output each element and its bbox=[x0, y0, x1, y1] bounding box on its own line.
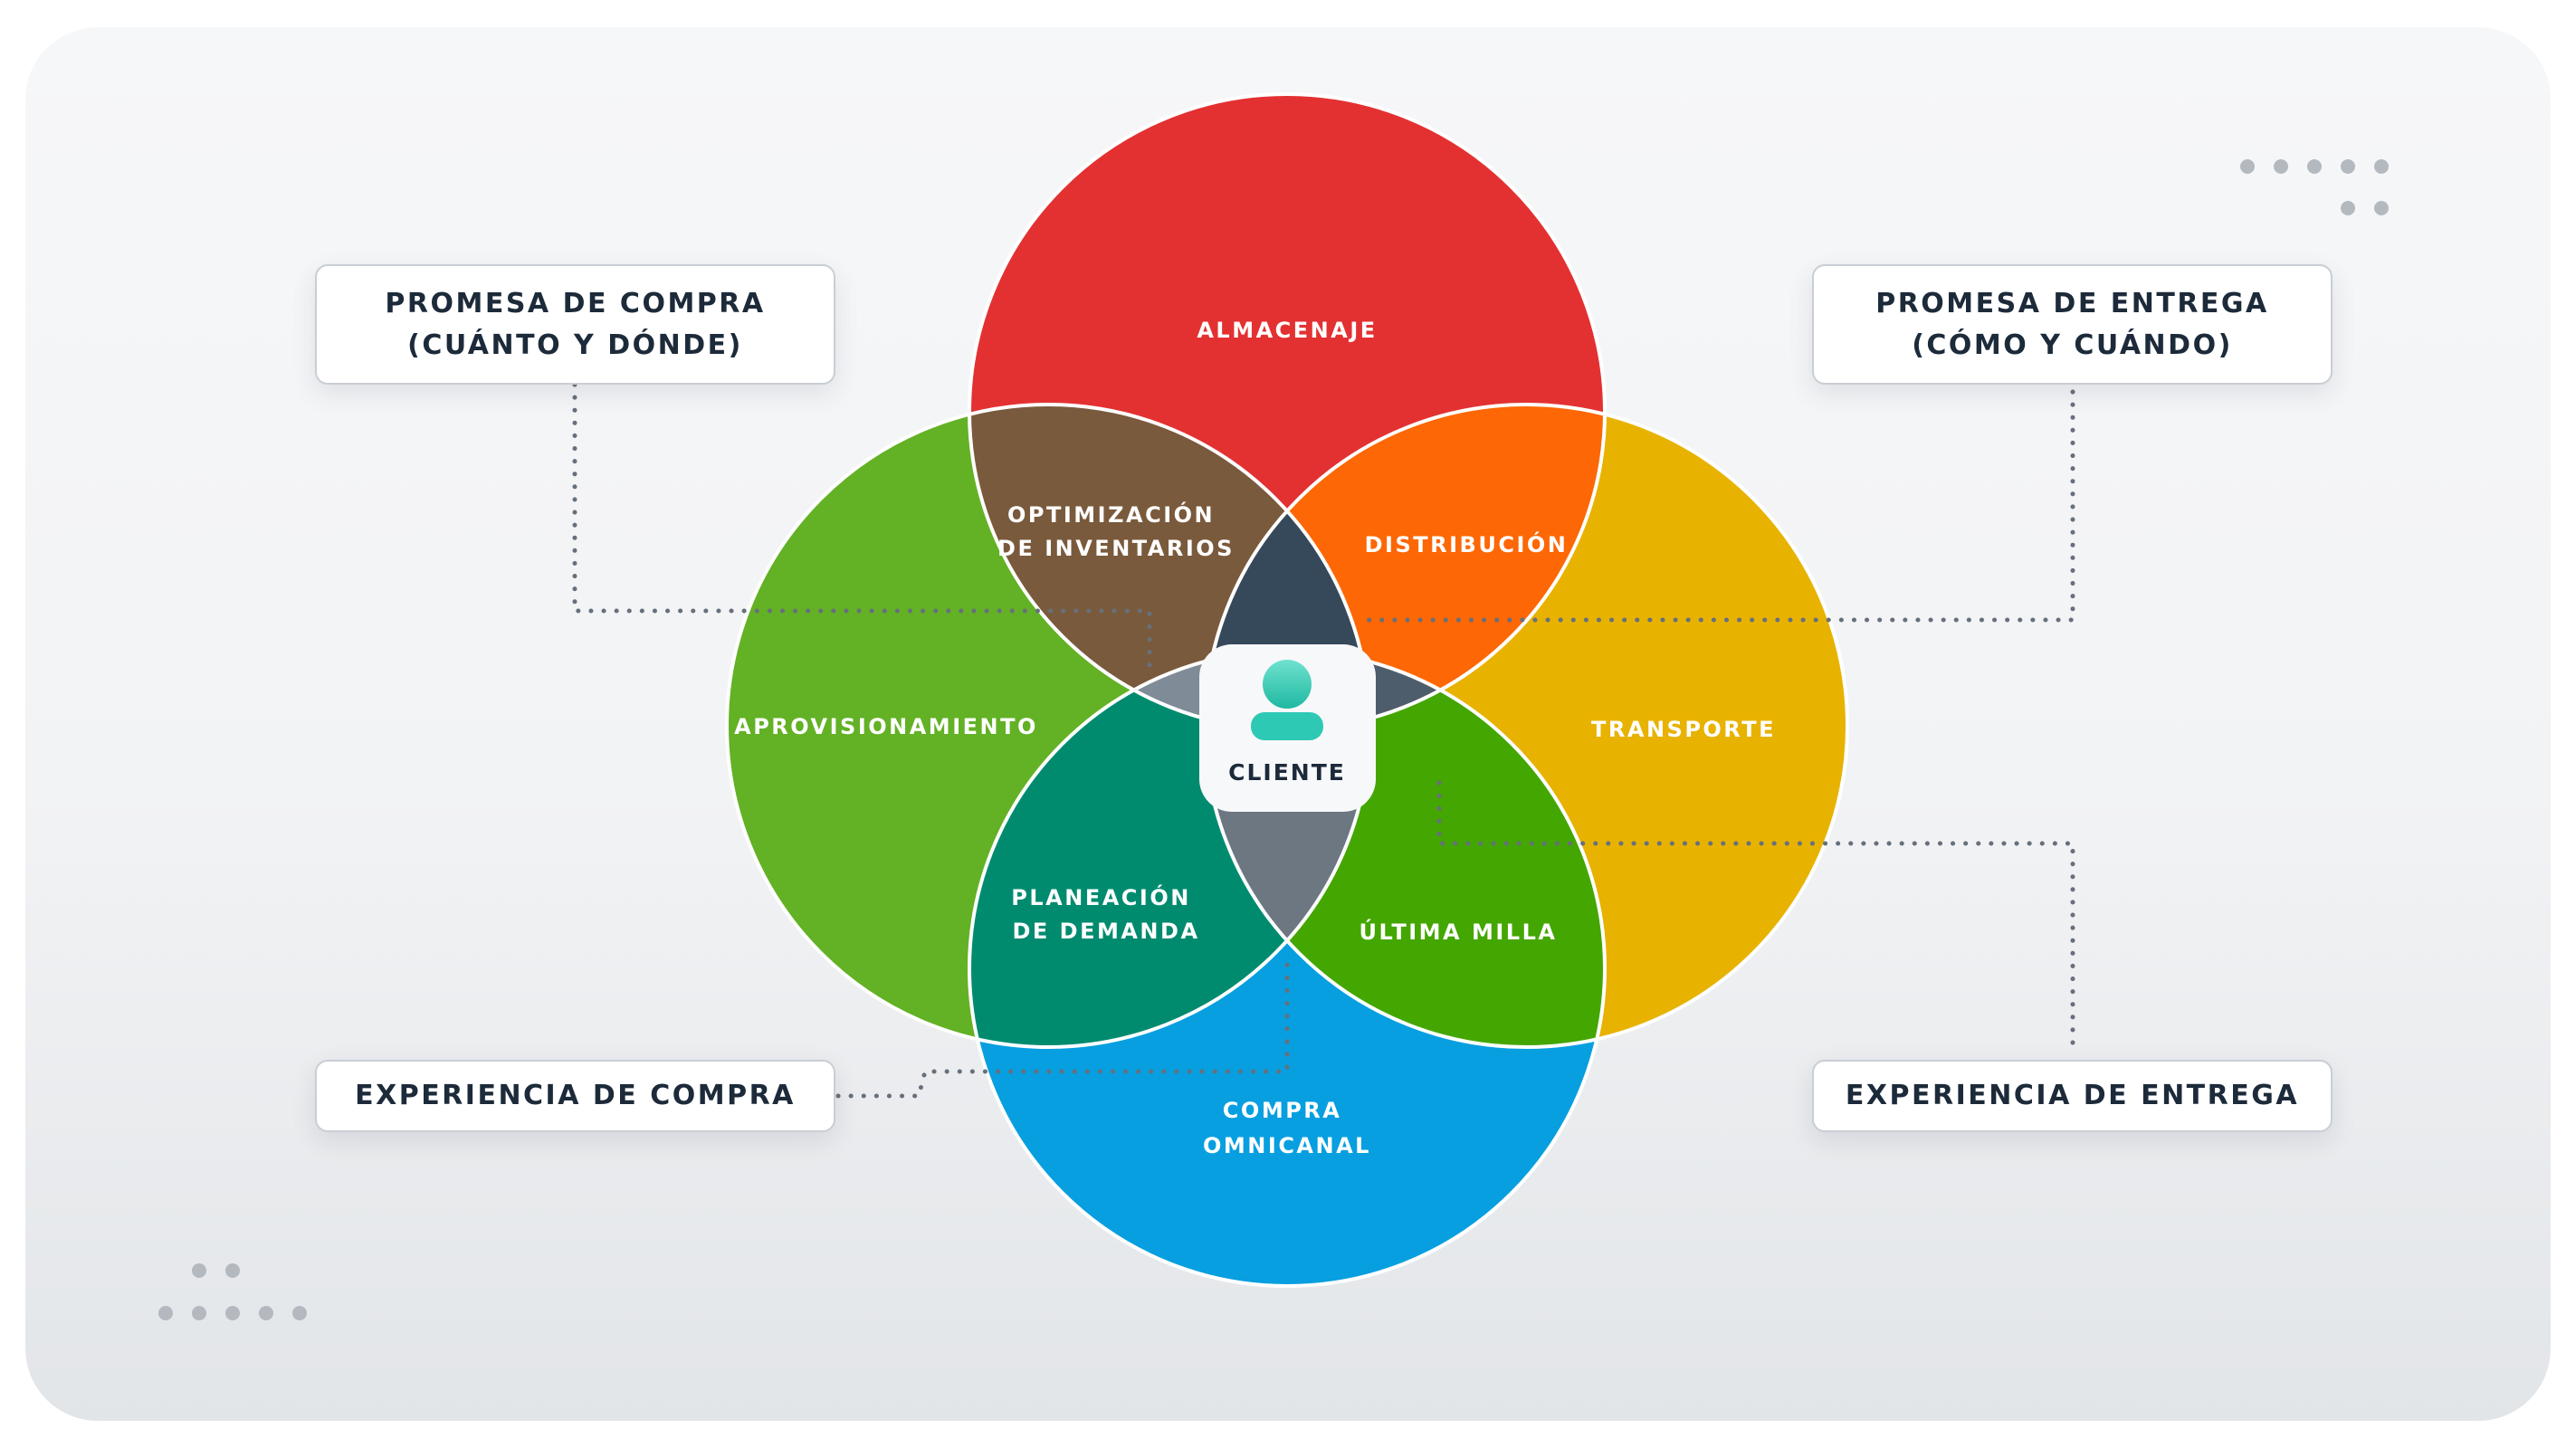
label-planeacion-demanda: PLANEACIÓN DE DEMANDA bbox=[1011, 883, 1200, 944]
connector-promesa-entrega bbox=[1364, 389, 2075, 623]
dots-decoration-top-right bbox=[2240, 159, 2389, 215]
connector-promesa-compra bbox=[572, 382, 1152, 668]
callout-promesa-entrega-line1: PROMESA DE ENTREGA bbox=[1875, 287, 2269, 319]
callout-experiencia-entrega: EXPERIENCIA DE ENTREGA bbox=[1812, 1060, 2333, 1132]
label-ultima-milla: ÚLTIMA MILLA bbox=[1360, 918, 1558, 945]
callout-experiencia-entrega-text: EXPERIENCIA DE ENTREGA bbox=[1845, 1080, 2300, 1111]
connector-lines bbox=[572, 382, 2075, 1099]
callout-promesa-entrega: PROMESA DE ENTREGA (CÓMO Y CUÁNDO) bbox=[1812, 264, 2333, 385]
user-icon bbox=[1251, 660, 1323, 740]
callout-promesa-compra-line1: PROMESA DE COMPRA bbox=[385, 287, 766, 319]
label-compra-omnicanal: COMPRA OMNICANAL bbox=[1203, 1098, 1371, 1158]
callout-experiencia-compra-text: EXPERIENCIA DE COMPRA bbox=[355, 1080, 796, 1111]
callout-promesa-compra: PROMESA DE COMPRA (CUÁNTO Y DÓNDE) bbox=[315, 264, 835, 385]
callout-promesa-compra-line2: (CUÁNTO Y DÓNDE) bbox=[407, 329, 743, 361]
label-distribucion: DISTRIBUCIÓN bbox=[1365, 530, 1569, 557]
label-transporte: TRANSPORTE bbox=[1591, 717, 1776, 742]
label-optimizacion-inventarios: OPTIMIZACIÓN DE INVENTARIOS bbox=[997, 500, 1235, 561]
label-aprovisionamiento: APROVISIONAMIENTO bbox=[734, 714, 1038, 739]
callout-promesa-entrega-line2: (CÓMO Y CUÁNDO) bbox=[1912, 329, 2233, 361]
callout-experiencia-compra: EXPERIENCIA DE COMPRA bbox=[315, 1060, 835, 1132]
label-almacenaje: ALMACENAJE bbox=[1197, 318, 1377, 343]
dots-decoration-bottom-left bbox=[158, 1263, 307, 1320]
client-label: CLIENTE bbox=[1228, 759, 1346, 786]
